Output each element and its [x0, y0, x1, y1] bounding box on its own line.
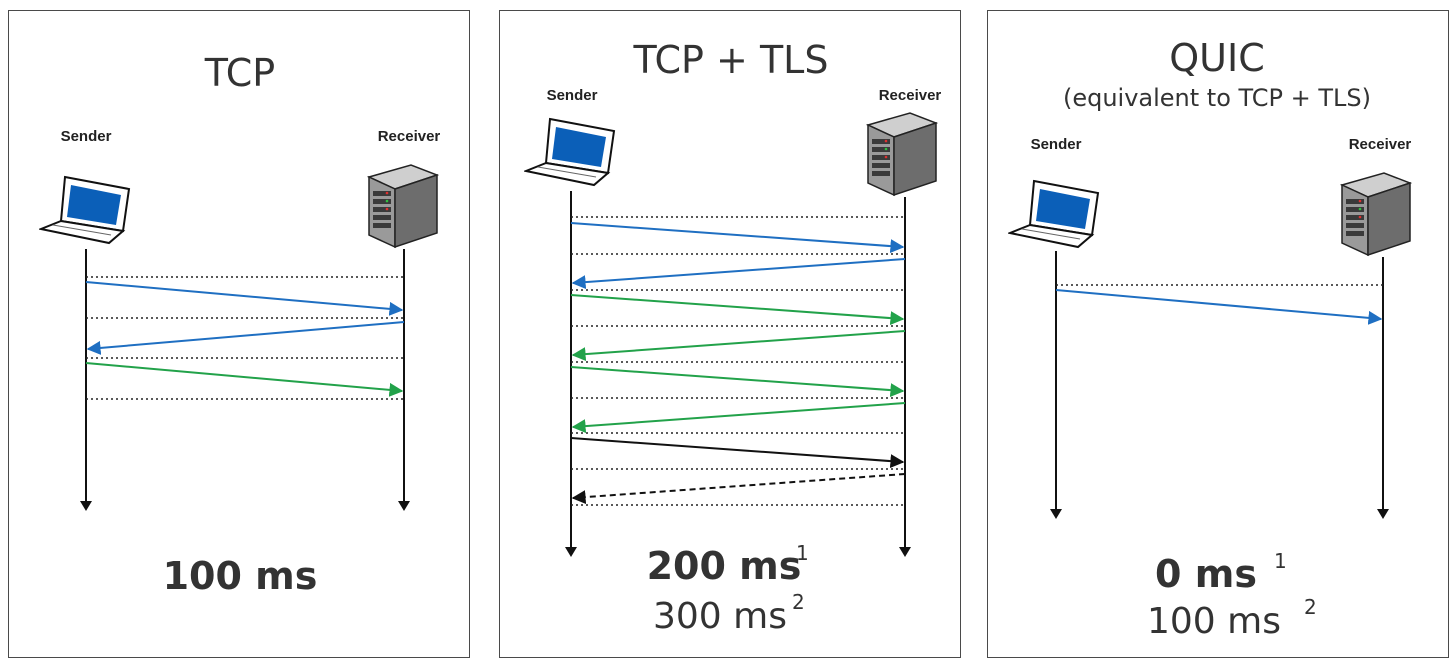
- panel-title: TCP: [204, 51, 275, 95]
- panel-subtitle: (equivalent to TCP + TLS): [1063, 84, 1371, 112]
- receiver-label: Receiver: [879, 87, 942, 104]
- latency-main-footnote: 1: [796, 541, 809, 565]
- message-arrow-black-dashed: [571, 473, 906, 505]
- message-arrow-black: [570, 437, 905, 469]
- receiver-timeline-arrowhead: [899, 547, 911, 557]
- latency-main-footnote: 1: [1274, 549, 1287, 573]
- latency-alt-footnote: 2: [792, 590, 805, 614]
- server-icon: [867, 112, 937, 196]
- latency-main: 0 ms: [1155, 552, 1257, 596]
- message-arrow-blue: [571, 258, 906, 290]
- message-arrow-green: [570, 294, 905, 326]
- sender-timeline-arrowhead: [1050, 509, 1062, 519]
- server-icon: [1341, 172, 1411, 256]
- panel-tcp-tls: TCP + TLS Sender Receiver 200 ms 1 300 m…: [499, 10, 961, 658]
- receiver-label: Receiver: [1349, 136, 1412, 153]
- panel-quic: QUIC (equivalent to TCP + TLS) Sender Re…: [987, 10, 1449, 658]
- sender-label: Sender: [547, 87, 598, 104]
- latency-main: 100 ms: [163, 554, 318, 598]
- message-arrow-green: [85, 362, 404, 397]
- message-arrow-blue: [1055, 289, 1383, 325]
- message-arrow-green: [571, 330, 906, 362]
- latency-alt: 300 ms: [653, 596, 787, 637]
- server-icon: [368, 164, 438, 248]
- panel-title: QUIC: [1169, 36, 1264, 80]
- receiver-timeline-arrowhead: [398, 501, 410, 511]
- sender-label: Sender: [61, 128, 112, 145]
- tcp-tls-diagram: TCP + TLS Sender Receiver 200 ms 1 300 m…: [525, 38, 942, 637]
- message-arrow-blue: [86, 321, 405, 355]
- latency-alt: 100 ms: [1147, 601, 1281, 642]
- latency-alt-footnote: 2: [1304, 595, 1317, 619]
- laptop-icon: [40, 176, 130, 244]
- message-arrow-green: [570, 366, 905, 398]
- message-arrow-blue: [85, 281, 404, 316]
- message-arrow-blue: [570, 222, 905, 254]
- sender-label: Sender: [1031, 136, 1082, 153]
- quic-diagram: QUIC (equivalent to TCP + TLS) Sender Re…: [1009, 36, 1412, 642]
- message-arrow-green: [571, 402, 906, 434]
- sender-timeline-arrowhead: [80, 501, 92, 511]
- panel-title: TCP + TLS: [633, 38, 829, 82]
- receiver-timeline-arrowhead: [1377, 509, 1389, 519]
- receiver-label: Receiver: [378, 128, 441, 145]
- laptop-icon: [525, 118, 615, 186]
- tcp-diagram: TCP Sender Receiver 100 ms: [40, 51, 441, 598]
- laptop-icon: [1009, 180, 1099, 248]
- sender-timeline-arrowhead: [565, 547, 577, 557]
- panel-tcp: TCP Sender Receiver 100 ms: [8, 10, 470, 658]
- latency-main: 200 ms: [647, 544, 802, 588]
